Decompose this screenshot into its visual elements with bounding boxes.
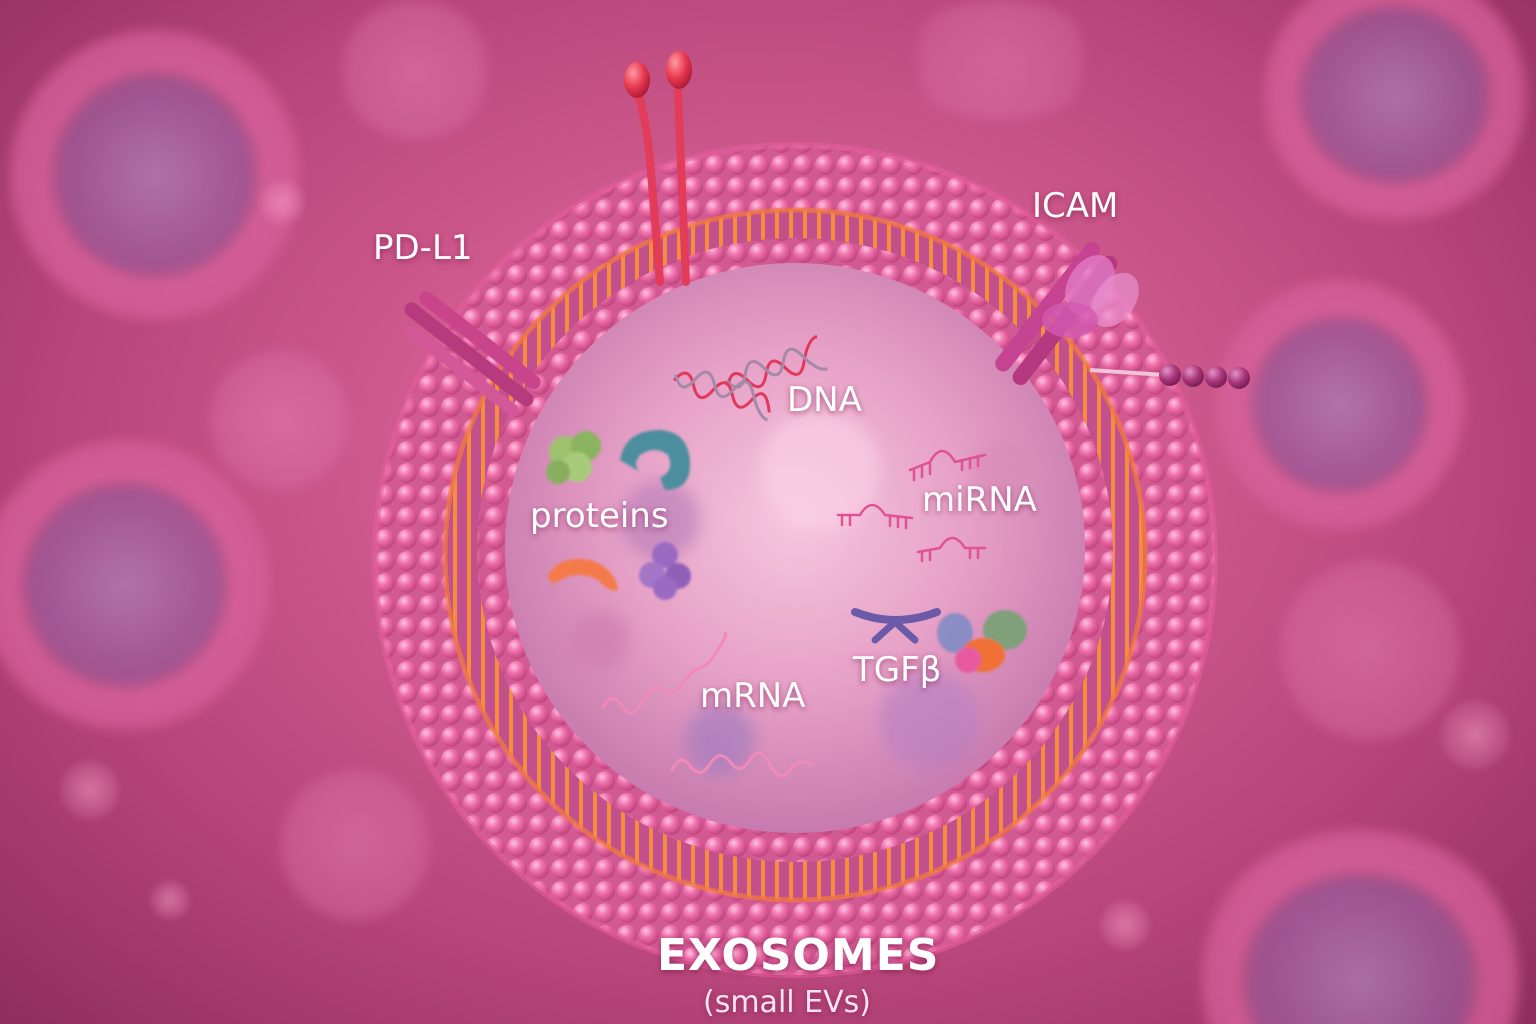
background-vesicle bbox=[1260, 0, 1530, 220]
figure-subtitle: (small EVs) bbox=[703, 985, 871, 1020]
background-vesicle bbox=[340, 0, 490, 140]
tgf-beta-icon bbox=[851, 608, 941, 644]
pd-l1-protein-icon bbox=[404, 291, 541, 417]
bokeh-particle bbox=[260, 180, 305, 225]
background-vesicle bbox=[1280, 560, 1460, 740]
icam-protein-icon bbox=[995, 242, 1139, 386]
green-protein-icon bbox=[546, 431, 601, 484]
tgf-beta-label: TGFβ bbox=[853, 650, 942, 690]
proteins-label: proteins bbox=[530, 496, 669, 536]
orange-protein-icon bbox=[548, 559, 618, 591]
tetraspanin-receptor-icon bbox=[624, 51, 692, 286]
background-vesicle bbox=[210, 350, 350, 490]
dna-helix-icon bbox=[673, 334, 828, 422]
mrna-strand-icon bbox=[601, 631, 814, 778]
figure-title: EXOSOMES bbox=[657, 930, 940, 981]
bokeh-particle bbox=[1440, 700, 1510, 770]
purple-protein-icon bbox=[639, 542, 691, 600]
background-vesicle bbox=[0, 440, 270, 730]
mirna-hairpin-icon bbox=[836, 449, 987, 563]
dna-label: DNA bbox=[787, 380, 862, 420]
teal-protein-icon bbox=[620, 430, 690, 490]
pd-l1-label: PD-L1 bbox=[373, 228, 473, 268]
mrna-label: mRNA bbox=[700, 676, 806, 716]
bokeh-particle bbox=[150, 880, 190, 920]
protein-blobs-icon bbox=[546, 430, 691, 600]
bokeh-particle bbox=[1100, 900, 1150, 950]
background-vesicle bbox=[900, 0, 1100, 120]
background-vesicle bbox=[280, 770, 430, 920]
icam-label: ICAM bbox=[1032, 186, 1119, 226]
mirna-label: miRNA bbox=[922, 480, 1037, 520]
background-vesicle bbox=[1215, 280, 1465, 530]
protein-cluster-icon bbox=[937, 610, 1027, 673]
glycan-chain-icon bbox=[1089, 364, 1250, 389]
bokeh-particle bbox=[60, 760, 120, 820]
background-vesicle bbox=[10, 30, 300, 320]
